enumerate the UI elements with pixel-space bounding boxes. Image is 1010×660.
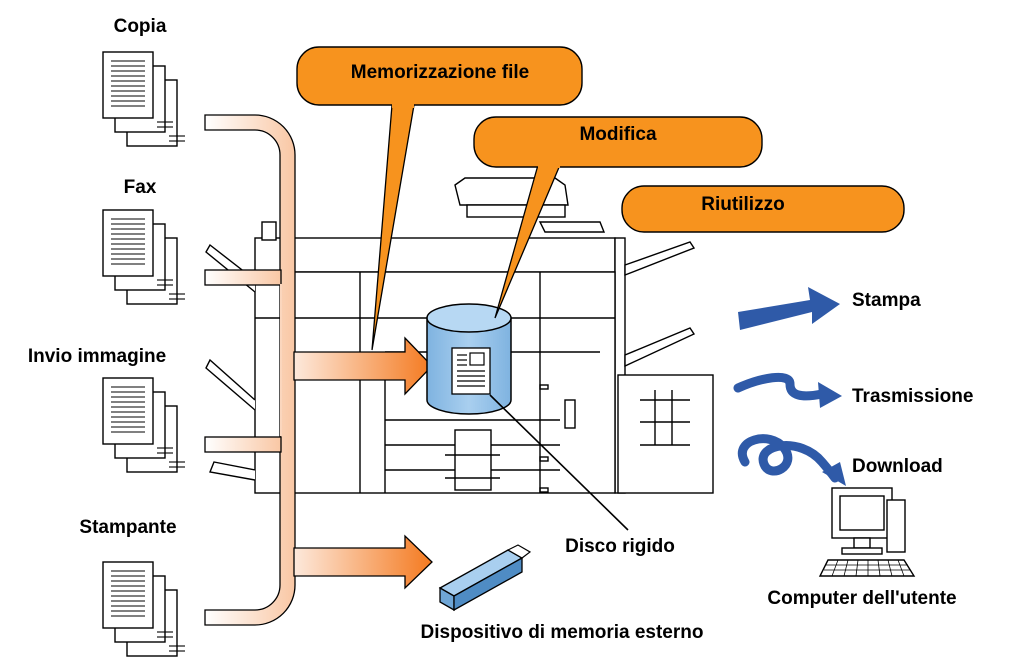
download-arrow-icon — [738, 434, 846, 486]
flow-arrow-to-external-memory — [293, 534, 433, 590]
callout-file-storage: Memorizzazione file — [296, 46, 583, 351]
input-flow-trunk — [204, 114, 296, 626]
external-memory-device-icon — [438, 544, 532, 612]
label-copy: Copia — [114, 16, 167, 37]
label-fax: Fax — [124, 177, 157, 198]
label-download: Download — [852, 456, 943, 477]
callout-reuse-label: Riutilizzo — [701, 194, 784, 215]
label-hard-disk: Disco rigido — [565, 536, 675, 557]
label-image-send: Invio immagine — [28, 346, 166, 367]
copy-document-stack-icon — [102, 51, 186, 147]
callout-edit-label: Modifica — [579, 124, 656, 145]
label-transmission: Trasmissione — [852, 386, 973, 407]
user-computer-icon — [818, 487, 916, 577]
hard-disk-icon — [426, 303, 512, 415]
print-arrow-icon — [738, 287, 840, 330]
printer-document-stack-icon — [102, 561, 186, 657]
label-print: Stampa — [852, 290, 921, 311]
image-send-document-stack-icon — [102, 377, 186, 473]
fax-document-stack-icon — [102, 209, 186, 305]
label-user-computer: Computer dell'utente — [767, 588, 956, 609]
hard-disk-pointer-line — [489, 394, 629, 531]
label-external-memory: Dispositivo di memoria esterno — [421, 622, 704, 643]
label-printer: Stampante — [79, 517, 176, 538]
callout-file-storage-label: Memorizzazione file — [351, 62, 529, 83]
callout-edit: Modifica — [473, 116, 763, 319]
flow-arrow-to-disk — [293, 336, 433, 396]
callout-reuse: Riutilizzo — [621, 185, 905, 233]
transmission-arrow-icon — [733, 372, 842, 408]
